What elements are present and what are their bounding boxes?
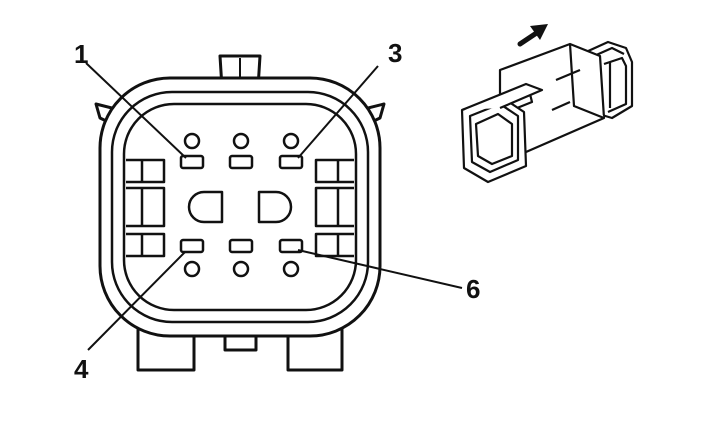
arrow-icon xyxy=(517,24,548,47)
bottom-hole-1 xyxy=(183,260,201,278)
top-hole-3 xyxy=(282,132,300,150)
pin-label-6: 6 xyxy=(466,274,480,304)
connector-3d-icon xyxy=(460,40,634,184)
left-side-keys xyxy=(126,158,166,258)
terminal-slot-5 xyxy=(228,238,254,254)
terminal-slot-6 xyxy=(278,238,304,254)
terminal-slot-1 xyxy=(179,154,205,170)
top-hole-2 xyxy=(232,132,250,150)
leader-pin-4 xyxy=(87,251,186,351)
pin-label-1: 1 xyxy=(74,39,88,69)
center-key-left xyxy=(187,190,224,224)
pin-label-3: 3 xyxy=(388,38,402,68)
leader-pin-3 xyxy=(297,65,379,159)
center-key-right xyxy=(257,190,293,224)
terminal-slot-2 xyxy=(228,154,254,170)
pin-label-4: 4 xyxy=(74,354,89,384)
top-hole-1 xyxy=(183,132,201,150)
right-side-keys xyxy=(314,158,354,258)
bottom-hole-3 xyxy=(282,260,300,278)
terminal-slot-3 xyxy=(278,154,304,170)
terminal-slot-4 xyxy=(179,238,205,254)
callout-leaders xyxy=(85,62,463,351)
leader-pin-1 xyxy=(85,62,187,159)
bottom-hole-2 xyxy=(232,260,250,278)
leader-pin-6 xyxy=(297,249,463,289)
connector-front-view xyxy=(94,54,386,372)
